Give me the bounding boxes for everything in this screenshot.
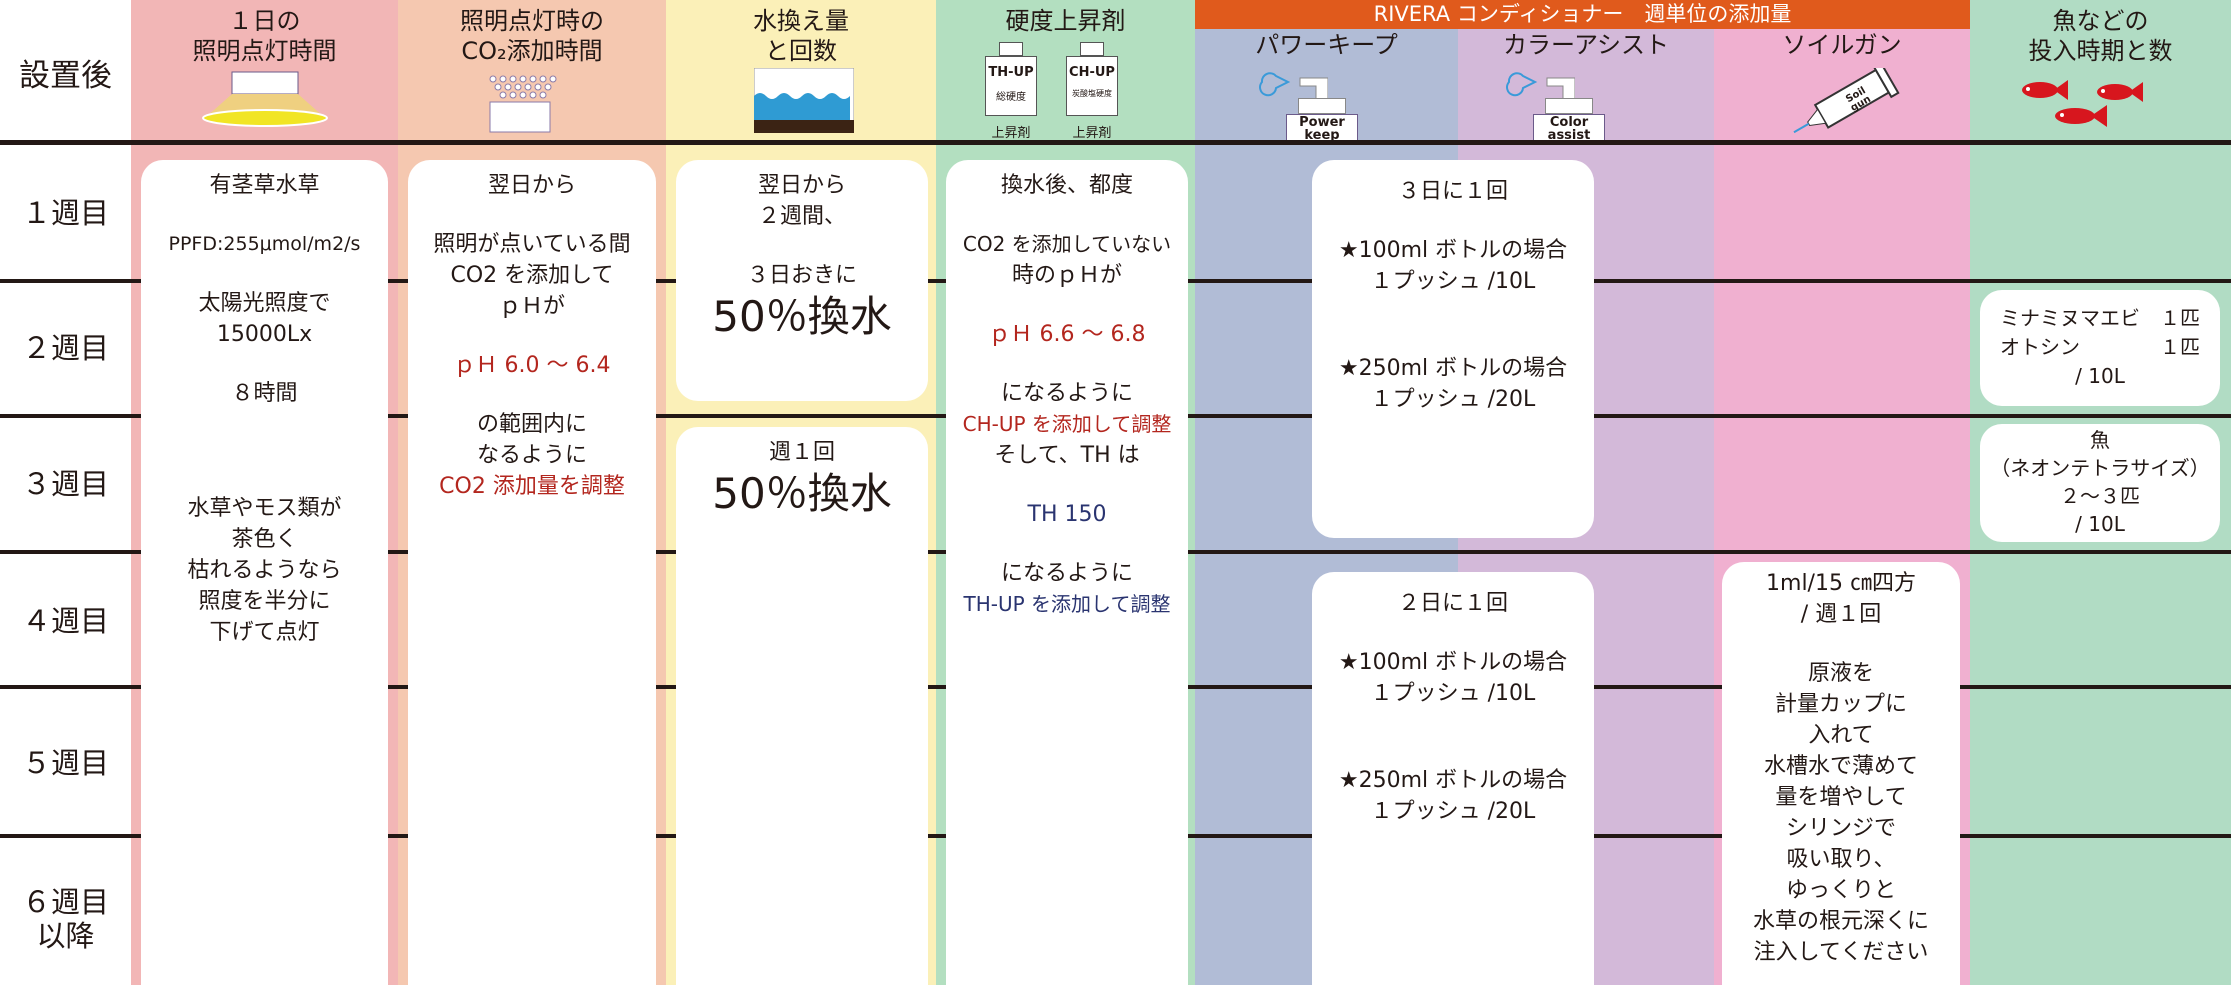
corner-label: 設置後 xyxy=(19,58,112,94)
row-week-2: ２週目 xyxy=(21,331,109,365)
row-week-1: １週目 xyxy=(21,196,109,230)
co2-bubbles-icon xyxy=(489,75,557,133)
row-week-4: ４週目 xyxy=(21,604,109,638)
color-assist-header: カラーアシスト xyxy=(1502,31,1670,59)
water-header: 水換え量と回数 xyxy=(753,7,849,65)
hardness-header: 硬度上昇剤 xyxy=(1005,7,1126,35)
row-week-6: ６週目以降 xyxy=(21,885,109,953)
aquarium-icon xyxy=(754,68,854,133)
conditioner-cell-weeks-1-3: ３日に１回 ★100ml ボトルの場合 １プッシュ /10L ★250ml ボト… xyxy=(1312,160,1594,538)
soil-gun-cell: 1ml/15 ㎝四方 / 週１回 原液を 計量カップに 入れて 水槽水で薄めて … xyxy=(1722,562,1960,985)
row-week-3: ３週目 xyxy=(21,467,109,501)
rivera-banner: RIVERA コンディショナー 週単位の添加量 xyxy=(1195,0,1970,29)
lighting-header: １日の照明点灯時間 xyxy=(192,7,337,65)
lighting-cell: 有茎草水草 PPFD:255μmol/m2/s 太陽光照度で 15000Lx ８… xyxy=(141,160,388,985)
fish-icon xyxy=(2022,80,2143,127)
fish-cell-week-3: 魚 （ネオンテトラサイズ） ２～３匹 / 10L xyxy=(1980,424,2220,542)
water-cell-weekly: 週１回 50％換水 xyxy=(676,427,928,985)
soil-gun-header: ソイルガン xyxy=(1782,31,1902,59)
header-divider xyxy=(0,140,2231,145)
lamp-icon xyxy=(202,71,328,127)
water-cell-weeks-1-2: 翌日から ２週間、 ３日おきに 50％換水 xyxy=(676,160,928,401)
fish-header: 魚などの投入時期と数 xyxy=(2028,7,2173,65)
co2-cell: 翌日から 照明が点いている間 CO2 を添加して ｐＨが ｐＨ 6.0 ～ 6.… xyxy=(408,160,656,985)
hardness-cell: 換水後、都度 CO2 を添加していない 時のｐＨが ｐＨ 6.6 ～ 6.8 に… xyxy=(946,160,1188,985)
power-keep-header: パワーキープ xyxy=(1255,31,1398,59)
conditioner-cell-weeks-4-6: ２日に１回 ★100ml ボトルの場合 １プッシュ /10L ★250ml ボト… xyxy=(1312,572,1594,985)
row-week-5: ５週目 xyxy=(21,746,109,780)
